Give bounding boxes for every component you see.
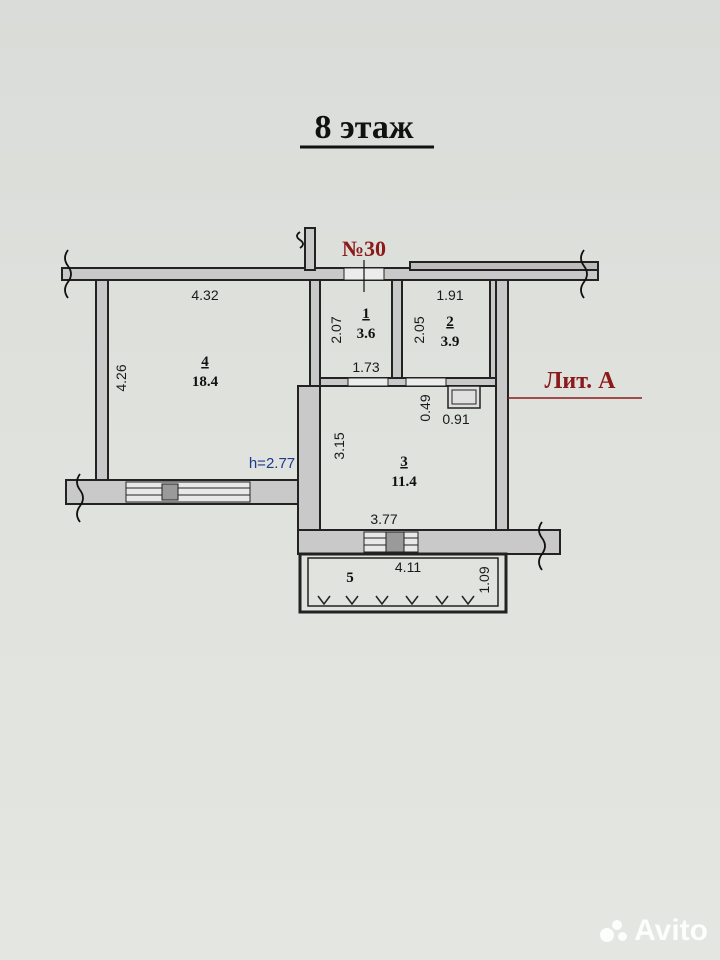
dim-room1-width: 1.73 xyxy=(352,359,379,375)
floor-title: 8 этаж xyxy=(315,109,414,146)
dim-room3-width: 3.77 xyxy=(370,511,397,527)
room1-door xyxy=(347,377,389,387)
top-wall-cap xyxy=(409,261,599,271)
room3-left-wall xyxy=(297,385,321,537)
dim-room2-height: 2.05 xyxy=(411,316,427,343)
dim-balcony-depth: 1.09 xyxy=(476,566,492,593)
left-wall xyxy=(95,279,109,485)
dim-room1-height: 2.07 xyxy=(328,316,344,343)
apartment-number: №30 xyxy=(342,236,386,261)
building-label: Лит. А xyxy=(544,368,616,394)
room1-area: 3.6 xyxy=(357,326,376,342)
room5-number: 5 xyxy=(346,570,354,586)
room3-area: 11.4 xyxy=(391,474,417,490)
room3-number: 3 xyxy=(400,454,408,470)
dim-room3-height: 3.15 xyxy=(331,432,347,459)
ventilation-duct xyxy=(447,385,481,409)
room2-number: 2 xyxy=(446,314,454,330)
room2-door xyxy=(405,377,447,387)
break-marks xyxy=(64,231,588,571)
room2-area: 3.9 xyxy=(441,334,460,350)
dim-room2-width: 1.91 xyxy=(436,287,463,303)
walls xyxy=(61,227,599,614)
ceiling-height: h=2.77 xyxy=(249,455,295,472)
watermark-text: Avito xyxy=(634,914,708,947)
partition-wall-1-2 xyxy=(391,279,403,381)
balcony-railing xyxy=(317,595,475,606)
dim-balcony-width: 4.11 xyxy=(395,559,421,575)
room4-number: 4 xyxy=(201,354,209,370)
dim-duct-width: 0.91 xyxy=(442,411,469,427)
balcony-inner-frame xyxy=(307,557,499,607)
room1-number: 1 xyxy=(362,306,370,322)
avito-logo-icon xyxy=(600,918,630,944)
right-wall xyxy=(495,279,509,533)
ventilation-duct-inner xyxy=(451,389,477,405)
top-wall-stub xyxy=(304,227,316,271)
window-room3 xyxy=(363,531,419,553)
room4-area: 18.4 xyxy=(192,374,219,390)
room3-bottom-wall xyxy=(297,529,561,555)
window-room4 xyxy=(125,481,251,503)
avito-watermark: Avito xyxy=(600,914,708,948)
dim-duct-height: 0.49 xyxy=(417,394,433,421)
dim-room4-height: 4.26 xyxy=(113,364,129,391)
dim-room4-width: 4.32 xyxy=(191,287,218,303)
balcony-frame xyxy=(298,552,508,614)
